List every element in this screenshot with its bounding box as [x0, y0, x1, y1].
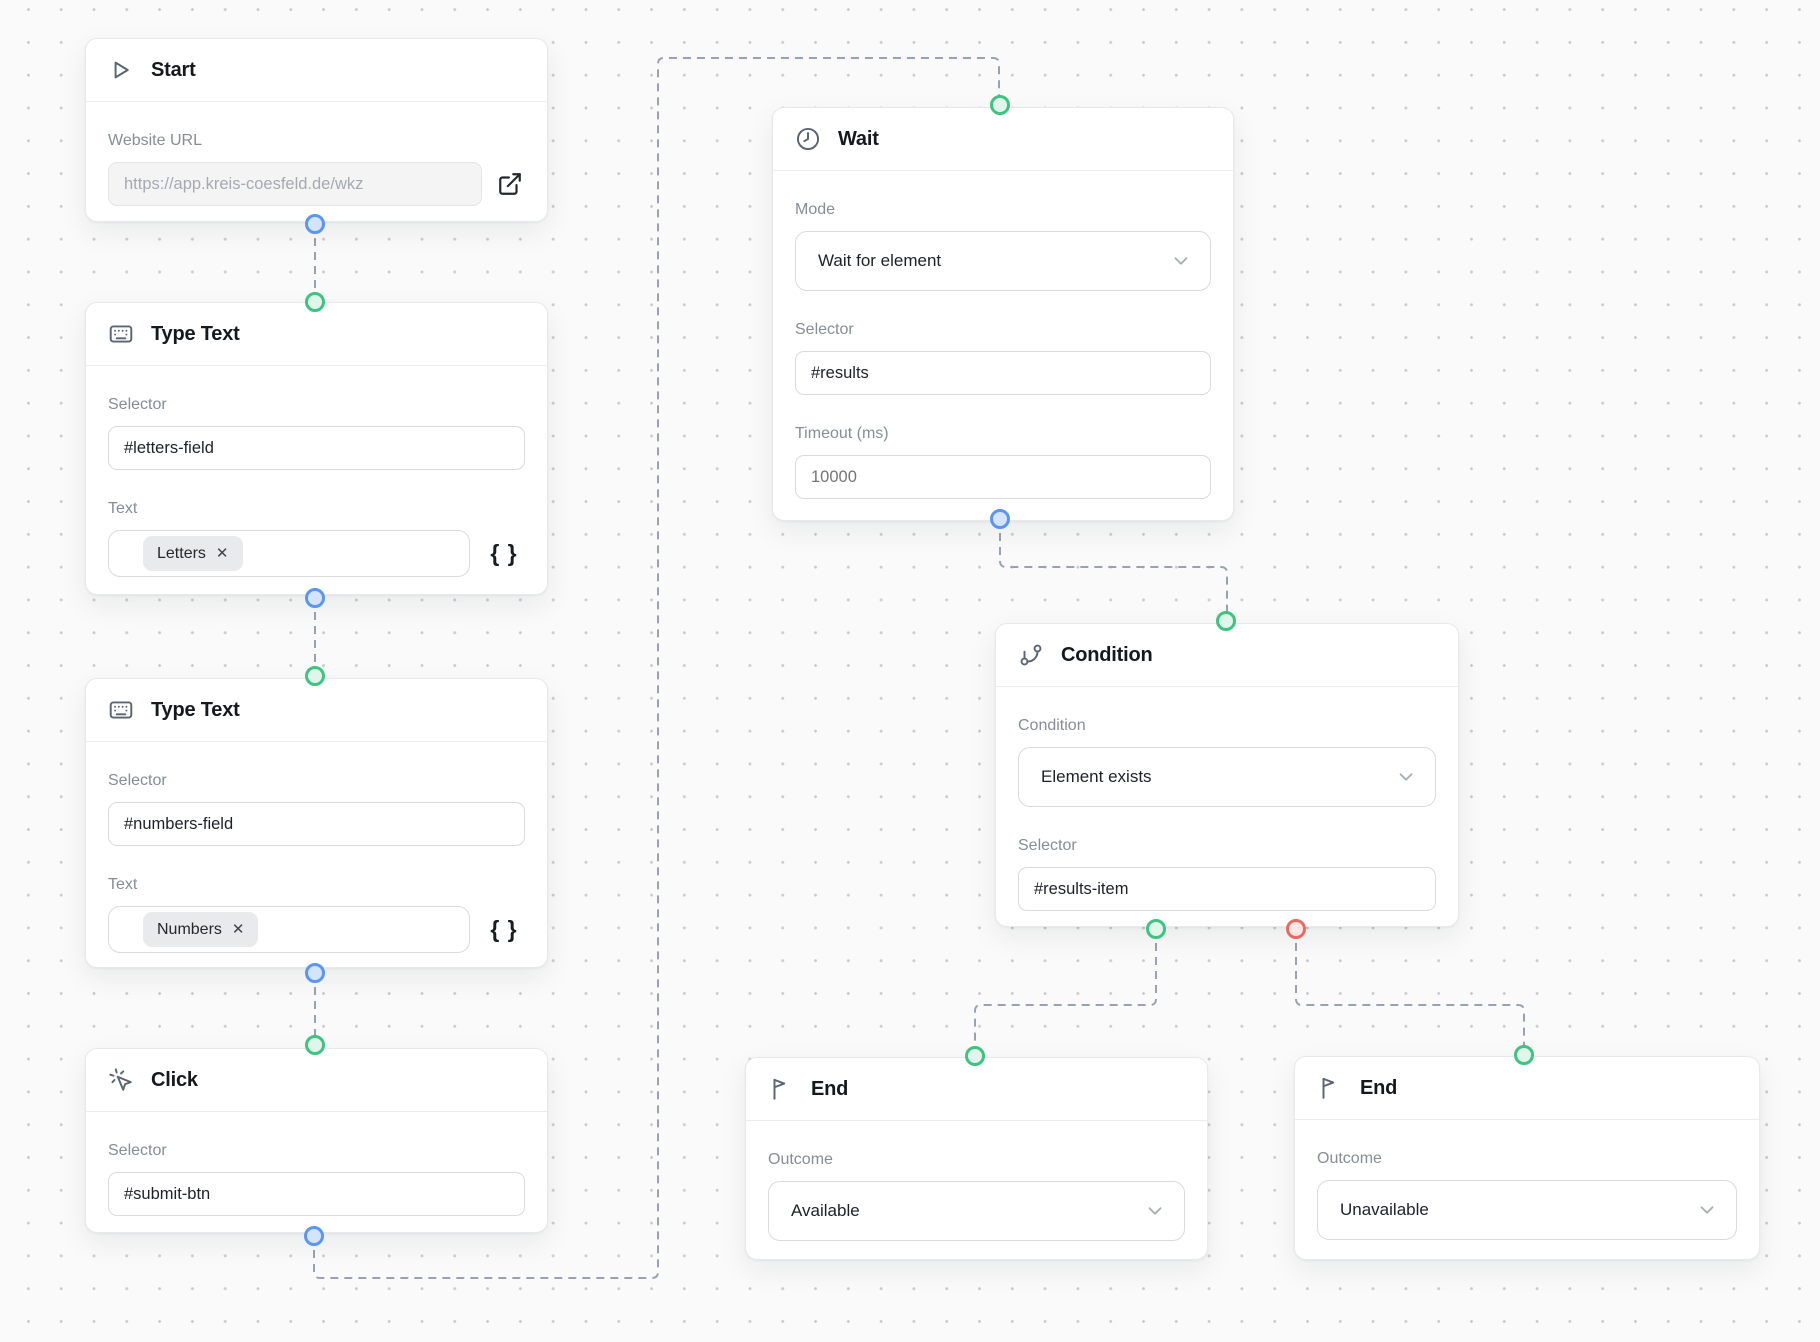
external-link-icon [497, 171, 523, 197]
node-title: End [811, 1077, 849, 1100]
node-title: Condition [1061, 643, 1153, 666]
start-node-header: Start [86, 39, 547, 102]
type-text-numbers-input-port[interactable] [305, 666, 325, 686]
outcome-label: Outcome [1317, 1150, 1382, 1167]
play-icon [108, 57, 134, 83]
chevron-down-icon [1395, 766, 1417, 788]
node-title: Click [151, 1068, 198, 1091]
selector-input[interactable] [108, 802, 525, 846]
condition-input-port[interactable] [1216, 611, 1236, 631]
chip-remove-icon[interactable]: ✕ [231, 921, 245, 938]
selector-label: Selector [108, 1142, 167, 1159]
condition-select[interactable]: Element exists [1018, 747, 1436, 807]
type-text-letters-output-port[interactable] [305, 588, 325, 608]
type-text-numbers-output-port[interactable] [305, 963, 325, 983]
insert-variable-button[interactable]: { } [483, 916, 525, 943]
type-text-letters-input-port[interactable] [305, 292, 325, 312]
wait-node-header: Wait [773, 108, 1233, 171]
selector-input[interactable] [108, 426, 525, 470]
end-unavailable-node[interactable]: End Outcome Unavailable [1294, 1056, 1760, 1260]
wait-node[interactable]: Wait Mode Wait for element Selector Time… [772, 107, 1234, 521]
selector-label: Selector [795, 321, 854, 338]
condition-node[interactable]: Condition Condition Element exists Selec… [995, 623, 1459, 927]
click-input-port[interactable] [305, 1035, 325, 1055]
selector-input[interactable] [1018, 867, 1436, 911]
selector-input[interactable] [108, 1172, 525, 1216]
keyboard-icon [108, 321, 134, 347]
mouse-pointer-click-icon [108, 1067, 134, 1093]
node-title: End [1360, 1076, 1398, 1099]
chevron-down-icon [1144, 1200, 1166, 1222]
clock-icon [795, 126, 821, 152]
selector-input[interactable] [795, 351, 1211, 395]
website-url-input[interactable] [108, 162, 482, 206]
chevron-down-icon [1696, 1199, 1718, 1221]
selector-label: Selector [1018, 837, 1077, 854]
connector-condition-true-to-end-available [974, 929, 1157, 1056]
node-title: Start [151, 58, 196, 81]
text-chip: Numbers ✕ [143, 912, 259, 947]
connector-wait-to-condition [999, 519, 1228, 621]
node-title: Type Text [151, 322, 240, 345]
chevron-down-icon [1170, 250, 1192, 272]
start-output-port[interactable] [305, 214, 325, 234]
chip-label: Letters [157, 544, 206, 562]
type-text-node-header: Type Text [86, 679, 547, 742]
condition-node-header: Condition [996, 624, 1458, 687]
selector-label: Selector [108, 772, 167, 789]
website-url-label: Website URL [108, 132, 202, 149]
text-label: Text [108, 500, 138, 517]
outcome-select[interactable]: Unavailable [1317, 1180, 1737, 1240]
select-value: Wait for element [818, 251, 942, 270]
text-tokens-field[interactable]: Numbers ✕ [108, 906, 470, 953]
selector-label: Selector [108, 396, 167, 413]
mode-label: Mode [795, 201, 836, 218]
condition-true-output-port[interactable] [1146, 919, 1166, 939]
connector-condition-false-to-end-unavailable [1295, 929, 1525, 1056]
flag-icon [768, 1076, 794, 1102]
condition-label: Condition [1018, 717, 1086, 734]
select-value: Available [791, 1201, 860, 1220]
node-title: Wait [838, 127, 879, 150]
text-label: Text [108, 876, 138, 893]
open-external-link-button[interactable] [495, 169, 525, 199]
end-node-header: End [1295, 1057, 1759, 1120]
end-unavailable-input-port[interactable] [1514, 1045, 1534, 1065]
wait-output-port[interactable] [990, 509, 1010, 529]
click-output-port[interactable] [304, 1226, 324, 1246]
connector-click-to-wait [313, 57, 1000, 1279]
insert-variable-button[interactable]: { } [483, 540, 525, 567]
select-value: Unavailable [1340, 1200, 1429, 1219]
flag-icon [1317, 1075, 1343, 1101]
timeout-input[interactable] [795, 455, 1211, 499]
end-available-input-port[interactable] [965, 1046, 985, 1066]
select-value: Element exists [1041, 767, 1152, 786]
chip-remove-icon[interactable]: ✕ [215, 545, 229, 562]
text-chip: Letters ✕ [143, 536, 243, 571]
wait-input-port[interactable] [990, 95, 1010, 115]
type-text-numbers-node[interactable]: Type Text Selector Text Numbers ✕ { } [85, 678, 548, 968]
end-node-header: End [746, 1058, 1207, 1121]
timeout-label: Timeout (ms) [795, 425, 889, 442]
type-text-node-header: Type Text [86, 303, 547, 366]
type-text-letters-node[interactable]: Type Text Selector Text Letters ✕ { } [85, 302, 548, 595]
click-node[interactable]: Click Selector [85, 1048, 548, 1233]
chip-label: Numbers [157, 920, 222, 938]
outcome-select[interactable]: Available [768, 1181, 1185, 1241]
start-node[interactable]: Start Website URL [85, 38, 548, 222]
keyboard-icon [108, 697, 134, 723]
mode-select[interactable]: Wait for element [795, 231, 1211, 291]
node-title: Type Text [151, 698, 240, 721]
text-tokens-field[interactable]: Letters ✕ [108, 530, 470, 577]
end-available-node[interactable]: End Outcome Available [745, 1057, 1208, 1260]
condition-false-output-port[interactable] [1286, 919, 1306, 939]
click-node-header: Click [86, 1049, 547, 1112]
outcome-label: Outcome [768, 1151, 833, 1168]
branch-icon [1018, 642, 1044, 668]
